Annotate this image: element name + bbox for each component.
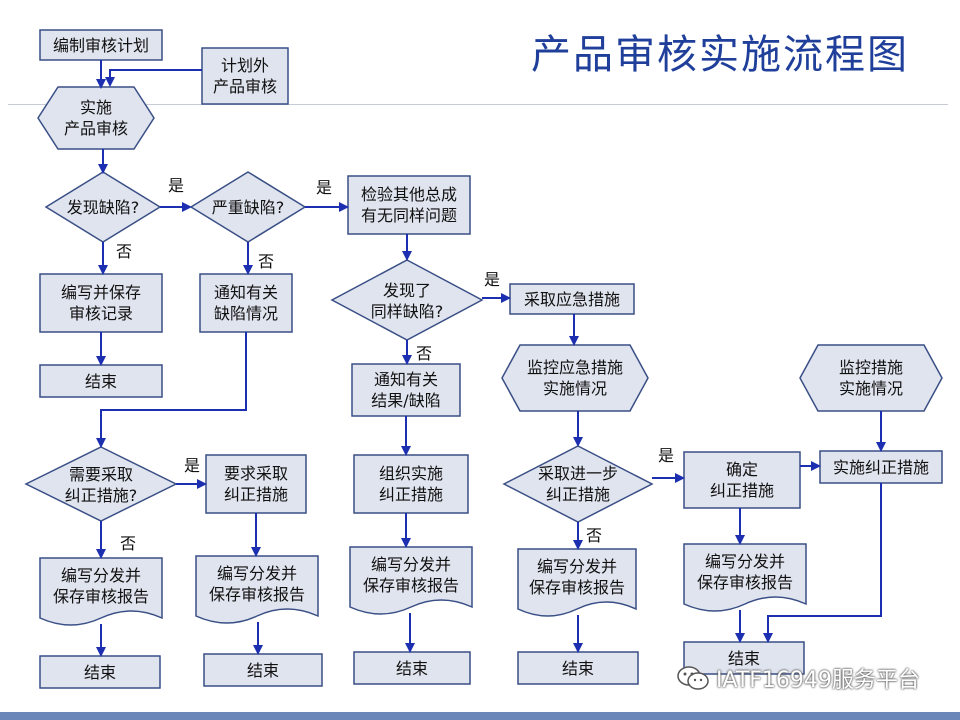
arrow-notify1-need bbox=[96, 332, 247, 448]
report5-doc bbox=[683, 543, 807, 612]
no-label-found: 否 bbox=[116, 242, 133, 261]
wechat-icon bbox=[677, 666, 709, 690]
report4-doc bbox=[517, 548, 637, 617]
end6-label: 结束 bbox=[727, 648, 760, 668]
yes-label-need: 是 bbox=[184, 456, 201, 475]
notify2-box bbox=[351, 363, 461, 417]
write-save-box bbox=[39, 273, 163, 333]
implement-hex bbox=[37, 86, 155, 150]
yes-label-severe: 是 bbox=[316, 178, 333, 197]
yes-label-foundsame: 是 bbox=[484, 270, 501, 289]
monitor-measure-label: 监控措施 实施情况 bbox=[838, 358, 903, 398]
report2-doc bbox=[195, 555, 319, 624]
end1-box bbox=[39, 364, 163, 398]
end1-label: 结束 bbox=[84, 371, 117, 391]
emergency-box bbox=[509, 283, 635, 315]
watermark-text: IATF16949服务平台 bbox=[716, 668, 920, 693]
organize-corrective-label: 组织实施 纠正措施 bbox=[378, 464, 443, 504]
plan-label: 编制审核计划 bbox=[52, 35, 149, 55]
write-save-label: 编写并保存 审核记录 bbox=[60, 283, 141, 323]
arrow-extra-implement bbox=[105, 69, 202, 87]
found-same-label: 发现了 同样缺陷? bbox=[370, 281, 444, 321]
monitor-emergency-hex bbox=[501, 344, 649, 412]
report1-doc bbox=[39, 557, 163, 626]
end2-label: 结束 bbox=[83, 662, 116, 682]
report2-label: 编写分发并 保存审核报告 bbox=[208, 564, 305, 604]
further-label: 采取进一步 纠正措施 bbox=[537, 464, 618, 504]
report3-label: 编写分发并 保存审核报告 bbox=[362, 555, 459, 595]
implement-corrective-label: 实施纠正措施 bbox=[832, 457, 929, 477]
no-label-foundsame: 否 bbox=[416, 344, 433, 363]
end6-box bbox=[683, 641, 805, 675]
monitor-emergency-label: 监控应急措施 实施情况 bbox=[526, 358, 623, 398]
no-label-severe: 否 bbox=[258, 252, 275, 271]
plan-box bbox=[39, 29, 163, 61]
report1-label: 编写分发并 保存审核报告 bbox=[52, 566, 149, 606]
notify2-label: 通知有关 结果/缺陷 bbox=[371, 370, 441, 410]
check-other-label: 检验其他总成 有无同样问题 bbox=[360, 185, 457, 225]
end3-label: 结束 bbox=[246, 660, 279, 680]
emergency-label: 采取应急措施 bbox=[523, 289, 620, 309]
notify1-label: 通知有关 缺陷情况 bbox=[213, 283, 278, 323]
end5-label: 结束 bbox=[561, 658, 594, 678]
report4-label: 编写分发并 保存审核报告 bbox=[528, 557, 625, 597]
end5-box bbox=[517, 651, 639, 685]
page-title: 产品审核实施流程图 bbox=[531, 32, 909, 78]
no-label-further: 否 bbox=[586, 526, 603, 545]
confirm-corrective-label: 确定 纠正措施 bbox=[709, 460, 774, 500]
no-label-need: 否 bbox=[120, 534, 137, 553]
require-corrective-label: 要求采取 纠正措施 bbox=[223, 464, 288, 504]
implement-label: 实施 产品审核 bbox=[63, 98, 128, 138]
title-divider bbox=[8, 104, 948, 105]
require-corrective-box bbox=[205, 454, 307, 514]
severe-label: 严重缺陷? bbox=[211, 197, 285, 217]
confirm-corrective-box bbox=[683, 451, 801, 509]
implement-corrective-box bbox=[819, 450, 943, 484]
end4-box bbox=[353, 651, 471, 685]
arrow-implement-end6 bbox=[763, 483, 882, 643]
need-corrective-label: 需要采取 纠正措施? bbox=[64, 465, 138, 505]
monitor-measure-hex bbox=[799, 344, 943, 412]
end2-box bbox=[39, 655, 161, 689]
watermark: IATF16949服务平台 bbox=[676, 662, 920, 694]
notify1-box bbox=[199, 273, 293, 333]
extra-box bbox=[201, 47, 289, 105]
organize-corrective-box bbox=[353, 454, 469, 514]
report3-doc bbox=[349, 546, 473, 615]
extra-label: 计划外 产品审核 bbox=[212, 56, 277, 96]
report5-label: 编写分发并 保存审核报告 bbox=[696, 552, 793, 592]
found-defect-label: 发现缺陷? bbox=[66, 197, 140, 217]
yes-label-found: 是 bbox=[168, 176, 185, 195]
footer-bar bbox=[0, 712, 960, 720]
end3-box bbox=[203, 653, 323, 687]
yes-label-further: 是 bbox=[658, 446, 675, 465]
end4-label: 结束 bbox=[395, 658, 428, 678]
